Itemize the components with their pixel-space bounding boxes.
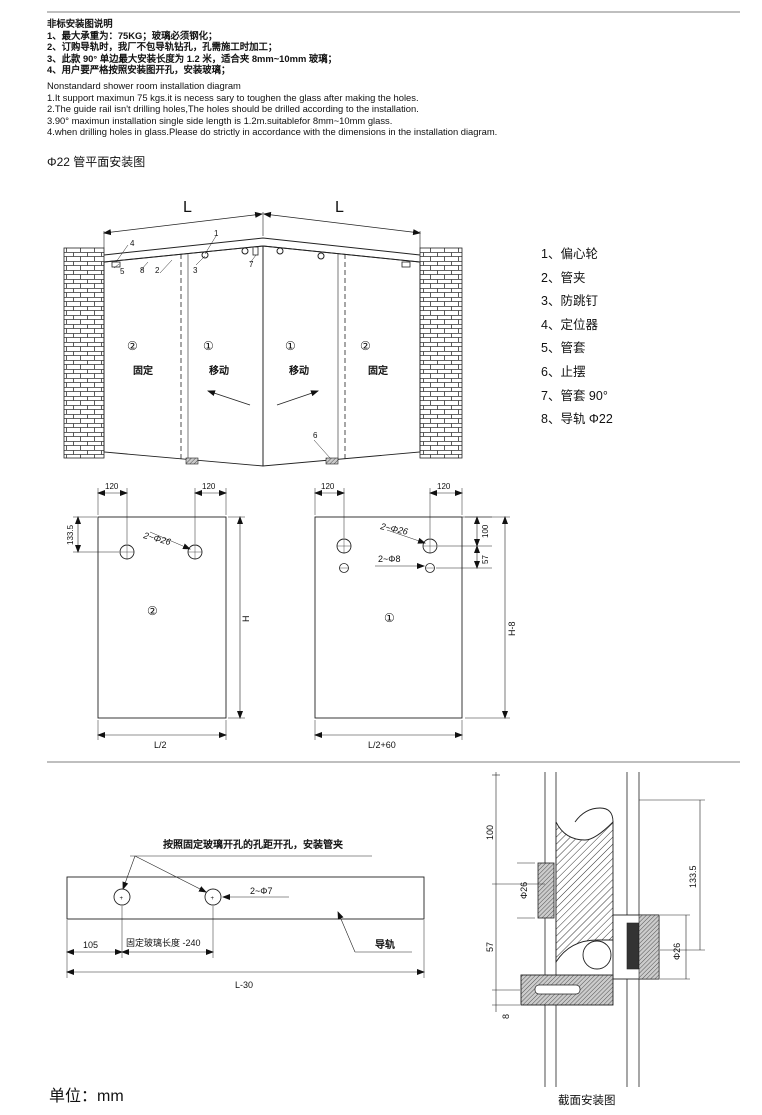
section-dim-d26-left: Φ26 [519, 882, 529, 899]
panel-marker-moving-left: ① [203, 339, 214, 353]
fixed-dim-120-left: 120 [105, 482, 119, 491]
notes-cn-line: 3、此款 90° 单边最大安装长度为 1.2 米，适合夹 8mm~10mm 玻璃… [47, 52, 338, 64]
callout-5: 5 [120, 267, 125, 276]
section-view: 100 Φ26 57 8 133.5 Φ26 [485, 772, 705, 1087]
plan-title: Φ22 管平面安装图 [47, 155, 146, 169]
fixed-dim-120-right: 120 [202, 482, 216, 491]
moving-height-label: H-8 [507, 621, 517, 636]
notes-en-line: 1.It support maximun 75 kgs.it is necess… [47, 91, 419, 103]
legend-item: 3、防跳钉 [541, 294, 598, 309]
rail-drawing: 按照固定玻璃开孔的孔距开孔，安装管夹 + + 2~Φ7 105 固定玻璃长度 -… [66, 838, 425, 990]
legend-item: 7、管套 90° [541, 388, 608, 403]
fixed-height-label: H [241, 616, 251, 623]
section-dim-8: 8 [501, 1014, 511, 1019]
panel-label-fixed-right: 固定 [368, 364, 388, 377]
fixed-glass-marker: ② [147, 604, 158, 618]
fixed-width-label: L/2 [154, 740, 167, 750]
notes-en-line: 3.90° maximun installation single side l… [47, 114, 393, 126]
section-dim-57: 57 [485, 942, 495, 952]
rail-dim-105: 105 [83, 940, 98, 950]
svg-text:+: + [211, 896, 215, 902]
plan-view: L L 1 2 3 4 5 6 7 8 ② ① ① ② 固定 移动 移动 固定 [63, 199, 463, 467]
legend-item: 1、偏心轮 [541, 247, 598, 261]
notes-en-title: Nonstandard shower room installation dia… [47, 79, 241, 91]
section-dim-133-5: 133.5 [688, 865, 698, 888]
legend-item: 4、定位器 [541, 317, 598, 332]
moving-hole-big-label: 2~Φ26 [379, 521, 409, 537]
panel-label-fixed-left: 固定 [133, 364, 153, 377]
right-brick-wall [419, 247, 463, 459]
moving-hole-small-label: 2~Φ8 [378, 554, 400, 564]
dim-L-left: L [183, 199, 192, 216]
panel-label-moving-left: 移动 [209, 364, 229, 377]
callout-2: 2 [155, 266, 160, 275]
unit-label: 单位：mm [49, 1088, 124, 1105]
panel-marker-fixed-right: ② [360, 339, 371, 353]
fixed-hole-label: 2~Φ26 [142, 530, 172, 547]
moving-dim-100: 100 [481, 524, 490, 538]
fixed-glass-drawing: 120 120 133.5 2~Φ26 ② H L/2 [66, 482, 251, 750]
notes-cn-line: 2、订购导轨时，我厂不包导轨钻孔，孔需施工时加工； [47, 41, 278, 53]
section-title: 截面安装图 [558, 1095, 616, 1107]
legend-item: 8、导轨 Φ22 [541, 412, 613, 427]
section-dim-d26-right: Φ26 [672, 943, 682, 960]
rail-note: 按照固定玻璃开孔的孔距开孔，安装管夹 [163, 838, 343, 851]
callout-3: 3 [193, 266, 198, 275]
moving-glass-drawing: 120 120 100 57 2~Φ26 2~Φ8 ① H-8 L/2+60 [314, 482, 517, 750]
rail-dim-fixed-glass: 固定玻璃长度 -240 [126, 937, 201, 948]
rail-hole-label: 2~Φ7 [250, 886, 272, 896]
callout-1: 1 [214, 229, 219, 238]
legend-item: 5、管套 [541, 341, 586, 356]
parts-legend: 1、偏心轮 2、管夹 3、防跳钉 4、定位器 5、管套 6、止摆 7、管套 90… [541, 243, 613, 432]
rail-length-label: L-30 [235, 980, 253, 990]
moving-width-label: L/2+60 [368, 740, 396, 750]
rail-label: 导轨 [375, 938, 395, 951]
svg-text:+: + [120, 896, 124, 902]
callout-6: 6 [313, 431, 318, 440]
left-brick-wall [63, 247, 105, 459]
panel-marker-fixed-left: ② [127, 339, 138, 353]
legend-item: 2、管夹 [541, 270, 586, 285]
notes-en-line: 2.The guide rail isn't drilling holes,Th… [47, 103, 419, 115]
notes-cn-title: 非标安装图说明 [47, 18, 113, 29]
fixed-dim-133-5: 133.5 [66, 524, 75, 545]
callout-4: 4 [130, 239, 135, 248]
notes-cn-line: 4、用户要严格按照安装图开孔，安装玻璃； [47, 64, 231, 76]
moving-dim-120-left: 120 [321, 482, 335, 491]
installation-notes: 非标安装图说明 1、最大承重为：75KG；玻璃必须钢化； 2、订购导轨时，我厂不… [47, 18, 497, 138]
dim-L-right: L [335, 199, 344, 216]
callout-8: 8 [140, 266, 145, 275]
moving-dim-57: 57 [481, 555, 490, 564]
callout-7: 7 [249, 260, 254, 269]
notes-cn-line: 1、最大承重为：75KG；玻璃必须钢化； [47, 29, 218, 41]
moving-glass-marker: ① [384, 611, 395, 625]
notes-en-line: 4.when drilling holes in glass.Please do… [47, 126, 498, 138]
moving-dim-120-right: 120 [437, 482, 451, 491]
section-dim-100: 100 [485, 825, 495, 840]
panel-marker-moving-right: ① [285, 339, 296, 353]
panel-label-moving-right: 移动 [289, 364, 309, 377]
legend-item: 6、止摆 [541, 364, 586, 379]
